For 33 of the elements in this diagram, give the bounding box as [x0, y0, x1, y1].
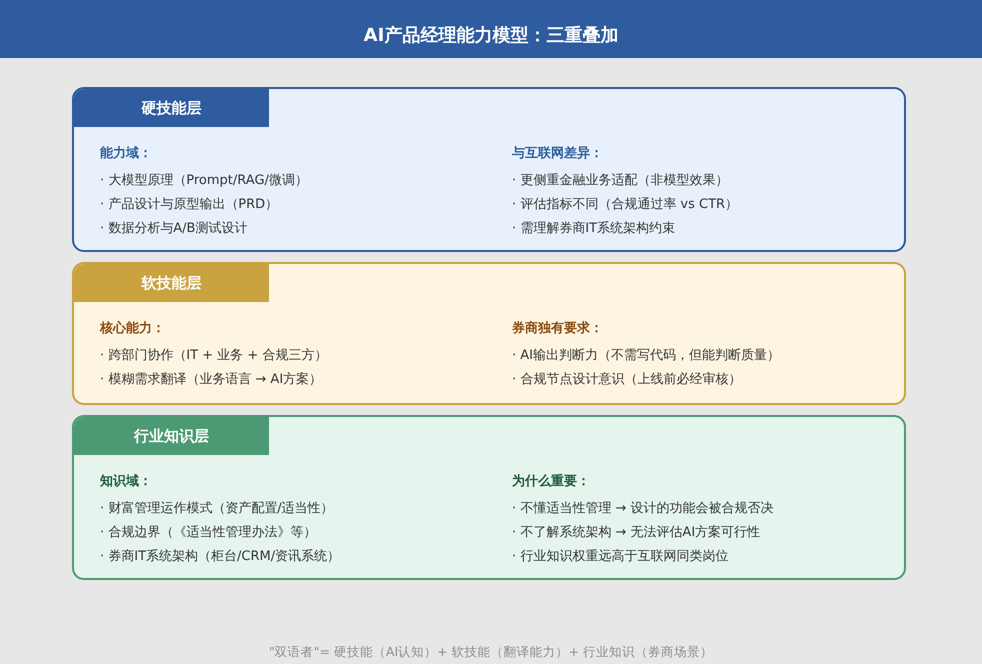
layer-title: 软技能层	[142, 273, 202, 293]
layer-panel	[72, 415, 906, 580]
list-item: · 财富管理运作模式（资产配置/适当性）	[100, 500, 334, 518]
layer-tab	[74, 417, 269, 455]
footer-caption: "双语者"= 硬技能（AI认知）+ 软技能（翻译能力）+ 行业知识（券商场景）	[268, 644, 714, 659]
list-item: · 券商IT系统架构（柜台/CRM/资讯系统）	[100, 548, 340, 566]
column-heading: 券商独有要求：	[512, 320, 603, 338]
layer-panel	[72, 87, 906, 252]
layer-title: 硬技能层	[142, 98, 202, 118]
layer-tab	[74, 264, 269, 302]
column-heading: 为什么重要：	[512, 472, 590, 491]
list-item: · 合规节点设计意识（上线前必经审核）	[512, 371, 742, 389]
layer-panel	[72, 262, 906, 405]
list-item: · 需理解券商IT系统架构约束	[512, 220, 676, 238]
list-item: · 不了解系统架构 → 无法评估AI方案可行性	[512, 524, 760, 542]
column-heading: 与互联网差异：	[512, 145, 603, 163]
column-heading: 能力域：	[100, 145, 152, 163]
list-item: · 不懂适当性管理 → 设计的功能会被合规否决	[512, 500, 774, 518]
list-item: · 评估指标不同（合规通过率 vs CTR）	[512, 196, 738, 214]
list-item: · 模糊需求翻译（业务语言 → AI方案）	[100, 371, 322, 389]
column-heading: 核心能力：	[100, 320, 165, 338]
list-item: · 数据分析与A/B测试设计	[100, 220, 248, 238]
layer-tab	[74, 89, 269, 127]
list-item: · 行业知识权重远高于互联网同类岗位	[512, 548, 728, 566]
page-title: AI产品经理能力模型：三重叠加	[364, 24, 618, 48]
list-item: · 跨部门协作（IT + 业务 + 合规三方）	[100, 347, 328, 365]
column-heading: 知识域：	[100, 473, 152, 491]
list-item: · 合规边界（《适当性管理办法》等）	[100, 524, 316, 542]
list-item: · 产品设计与原型输出（PRD）	[100, 196, 278, 214]
list-item: · 大模型原理（Prompt/RAG/微调）	[100, 172, 308, 190]
layer-title: 行业知识层	[134, 426, 209, 446]
list-item: · AI输出判断力（不需写代码，但能判断质量）	[512, 347, 780, 365]
list-item: · 更侧重金融业务适配（非模型效果）	[512, 172, 728, 190]
